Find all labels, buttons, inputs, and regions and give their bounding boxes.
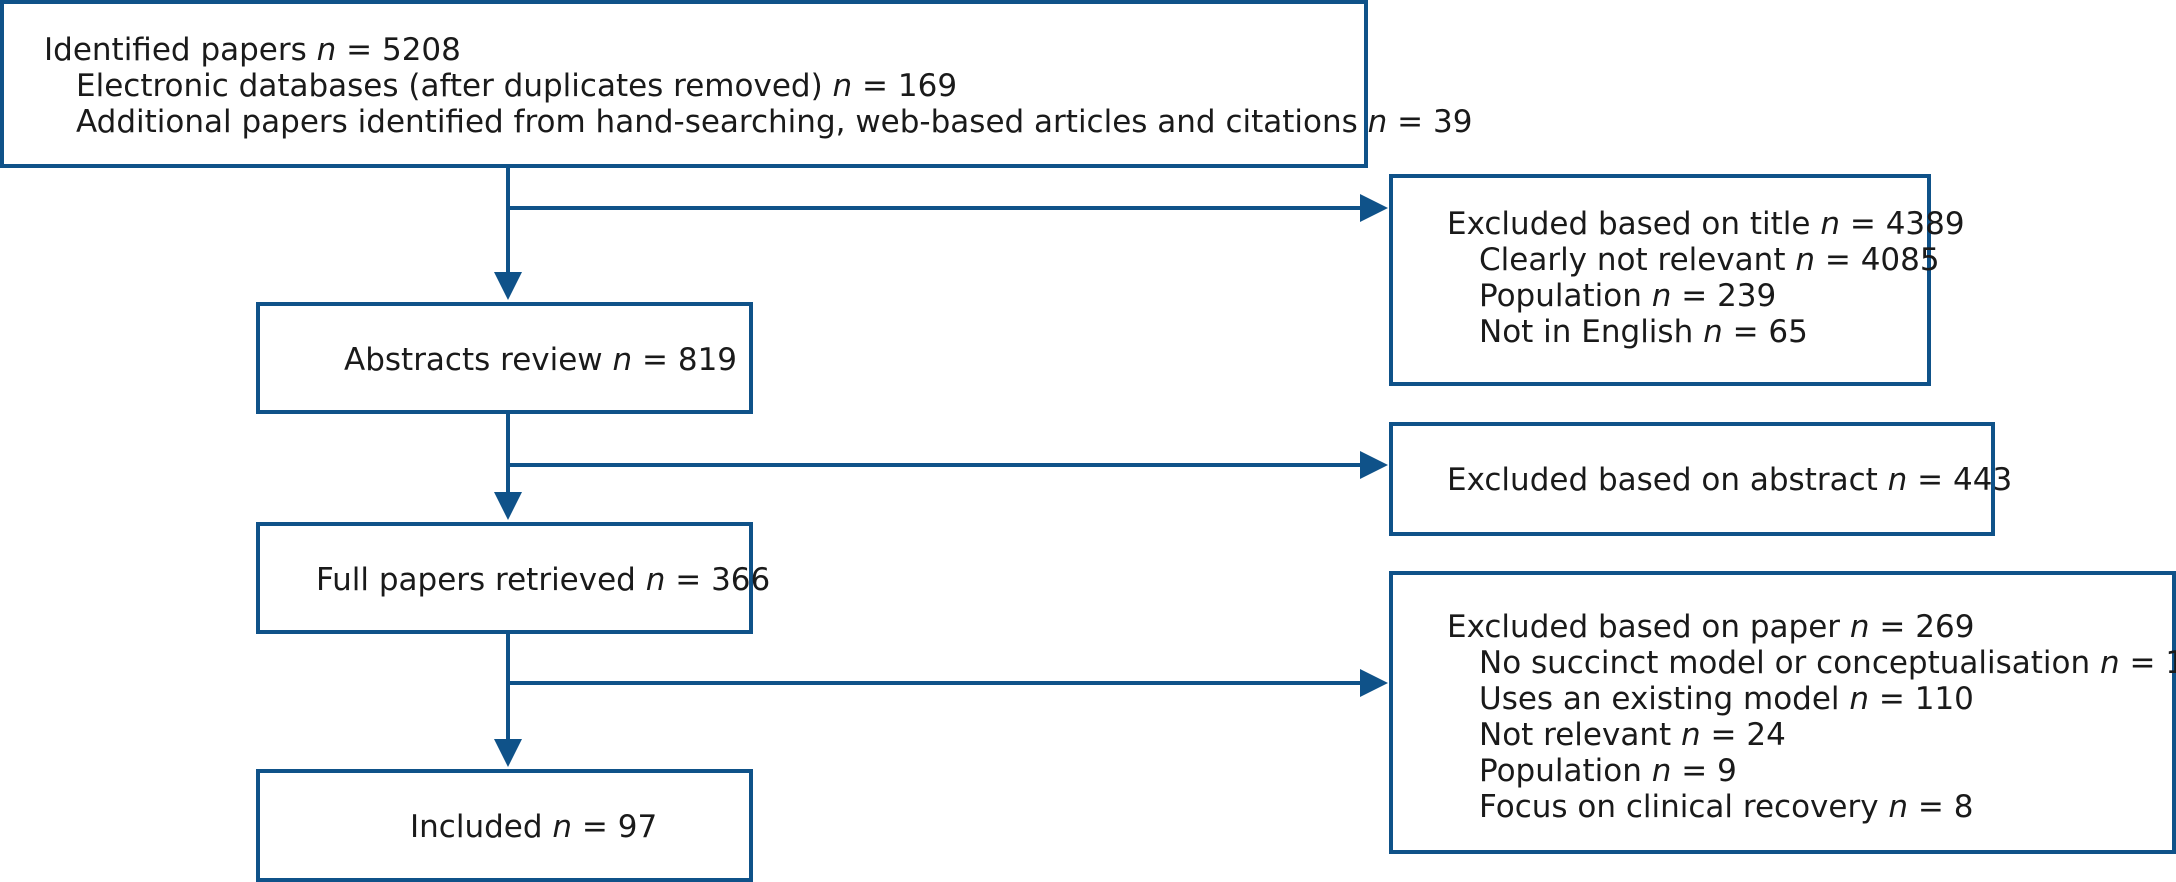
excluded-abstract-count: 443 bbox=[1953, 462, 2013, 498]
abstracts-review-box: Abstracts review n = 819 bbox=[256, 302, 753, 414]
identified-item: Electronic databases (after duplicates r… bbox=[76, 68, 957, 104]
excluded-title-box: Excluded based on title n = 4389 Clearly… bbox=[1389, 174, 1965, 386]
n-symbol: n bbox=[1367, 104, 1388, 140]
excluded-paper-box: Excluded based on paper n = 269 No succi… bbox=[1389, 571, 2176, 854]
excluded-paper-item-label: Not relevant bbox=[1479, 717, 1672, 753]
excluded-paper-count: 269 bbox=[1915, 609, 1975, 645]
eq-symbol: = bbox=[572, 809, 618, 845]
fullpapers-count: 366 bbox=[711, 562, 771, 598]
excluded-title-item: Population n = 239 bbox=[1479, 278, 1776, 314]
eq-symbol: = bbox=[1671, 753, 1718, 789]
eq-symbol: = bbox=[632, 342, 678, 378]
n-symbol: n bbox=[552, 809, 573, 845]
eq-symbol: = bbox=[1722, 314, 1769, 350]
n-symbol: n bbox=[832, 68, 853, 104]
included-label: Included bbox=[410, 809, 543, 845]
excluded-paper-item: Focus on clinical recovery n = 8 bbox=[1479, 789, 1974, 825]
eq-symbol: = bbox=[1869, 681, 1915, 717]
identified-item-count: 169 bbox=[897, 68, 958, 104]
arrowhead-included bbox=[494, 739, 522, 767]
eq-symbol: = bbox=[1815, 242, 1861, 278]
eq-symbol: = bbox=[1869, 609, 1916, 645]
eq-symbol: = bbox=[1840, 206, 1886, 242]
excluded-title-item-count: 239 bbox=[1717, 278, 1777, 314]
excluded-title-item: Not in English n = 65 bbox=[1479, 314, 1808, 350]
excluded-paper-item-label: No succinct model or conceptualisation bbox=[1479, 645, 2091, 681]
n-symbol: n bbox=[1849, 681, 1870, 717]
arrowhead-excluded-title bbox=[1360, 194, 1388, 222]
identified-item: Additional papers identified from hand-s… bbox=[76, 104, 1472, 140]
excluded-title-item-label: Not in English bbox=[1479, 314, 1694, 350]
identified-papers-box: Identified papers n = 5208 Electronic da… bbox=[0, 0, 1472, 168]
n-symbol: n bbox=[1887, 462, 1908, 498]
excluded-abstract-line: Excluded based on abstract n = 443 bbox=[1447, 462, 2012, 498]
eq-symbol: = bbox=[1907, 462, 1953, 498]
abstracts-label: Abstracts review bbox=[344, 342, 603, 378]
excluded-paper-item-count: 24 bbox=[1746, 717, 1786, 753]
n-symbol: n bbox=[645, 562, 666, 598]
n-symbol: n bbox=[1795, 242, 1815, 278]
n-symbol: n bbox=[1849, 609, 1870, 645]
n-symbol: n bbox=[1651, 278, 1672, 314]
n-symbol: n bbox=[1888, 789, 1909, 825]
excluded-title-label: Excluded based on title bbox=[1447, 206, 1811, 242]
eq-symbol: = bbox=[1700, 717, 1747, 753]
excluded-paper-item-count: 118 bbox=[2165, 645, 2176, 681]
fullpapers-line: Full papers retrieved n = 366 bbox=[316, 562, 770, 598]
excluded-paper-item-count: 9 bbox=[1717, 753, 1737, 789]
n-symbol: n bbox=[1681, 717, 1701, 753]
identified-count: 5208 bbox=[381, 32, 461, 68]
n-symbol: n bbox=[316, 32, 337, 68]
excluded-paper-item: No succinct model or conceptualisation n… bbox=[1479, 645, 2176, 681]
arrowhead-abstracts bbox=[494, 272, 522, 300]
n-symbol: n bbox=[1820, 206, 1840, 242]
excluded-abstract-label: Excluded based on abstract bbox=[1447, 462, 1878, 498]
excluded-paper-item-label: Population bbox=[1479, 753, 1642, 789]
eq-symbol: = bbox=[2119, 645, 2166, 681]
excluded-title-item-count: 65 bbox=[1768, 314, 1808, 350]
excluded-title-item-label: Clearly not relevant bbox=[1479, 242, 1786, 278]
identified-item-label: Electronic databases (after duplicates r… bbox=[76, 68, 823, 104]
arrowhead-fullpapers bbox=[494, 492, 522, 520]
abstracts-count: 819 bbox=[677, 342, 738, 378]
excluded-paper-item-label: Focus on clinical recovery bbox=[1479, 789, 1879, 825]
excluded-paper-item-count: 110 bbox=[1914, 681, 1974, 717]
included-line: Included n = 97 bbox=[410, 809, 657, 845]
abstracts-line: Abstracts review n = 819 bbox=[344, 342, 737, 378]
excluded-title-line: Excluded based on title n = 4389 bbox=[1447, 206, 1965, 242]
full-papers-box: Full papers retrieved n = 366 bbox=[256, 522, 770, 634]
n-symbol: n bbox=[1703, 314, 1723, 350]
eq-symbol: = bbox=[1387, 104, 1434, 140]
included-count: 97 bbox=[617, 809, 658, 845]
eq-symbol: = bbox=[1671, 278, 1718, 314]
identified-item-count: 39 bbox=[1433, 104, 1473, 140]
n-symbol: n bbox=[1651, 753, 1672, 789]
arrowhead-excluded-paper bbox=[1360, 669, 1388, 697]
excluded-title-item-label: Population bbox=[1479, 278, 1642, 314]
excluded-paper-label: Excluded based on paper bbox=[1447, 609, 1841, 645]
eq-symbol: = bbox=[1908, 789, 1954, 825]
arrowhead-excluded-abstract bbox=[1360, 451, 1388, 479]
excluded-paper-item: Uses an existing model n = 110 bbox=[1479, 681, 1974, 717]
identified-title-line: Identified papers n = 5208 bbox=[44, 32, 461, 68]
excluded-title-count: 4389 bbox=[1885, 206, 1965, 242]
included-box: Included n = 97 bbox=[256, 769, 753, 882]
eq-symbol: = bbox=[665, 562, 712, 598]
excluded-paper-item-label: Uses an existing model bbox=[1479, 681, 1840, 717]
excluded-paper-item: Not relevant n = 24 bbox=[1479, 717, 1786, 753]
n-symbol: n bbox=[612, 342, 633, 378]
excluded-paper-item: Population n = 9 bbox=[1479, 753, 1737, 789]
excluded-abstract-box: Excluded based on abstract n = 443 bbox=[1389, 422, 2012, 536]
excluded-paper-item-count: 8 bbox=[1953, 789, 1974, 825]
excluded-title-item-count: 4085 bbox=[1860, 242, 1940, 278]
identified-title: Identified papers bbox=[44, 32, 307, 68]
excluded-paper-line: Excluded based on paper n = 269 bbox=[1447, 609, 1974, 645]
eq-symbol: = bbox=[852, 68, 898, 104]
fullpapers-label: Full papers retrieved bbox=[316, 562, 636, 598]
eq-symbol: = bbox=[336, 32, 382, 68]
n-symbol: n bbox=[2100, 645, 2120, 681]
excluded-title-item: Clearly not relevant n = 4085 bbox=[1479, 242, 1940, 278]
identified-item-label: Additional papers identified from hand-s… bbox=[76, 104, 1358, 140]
